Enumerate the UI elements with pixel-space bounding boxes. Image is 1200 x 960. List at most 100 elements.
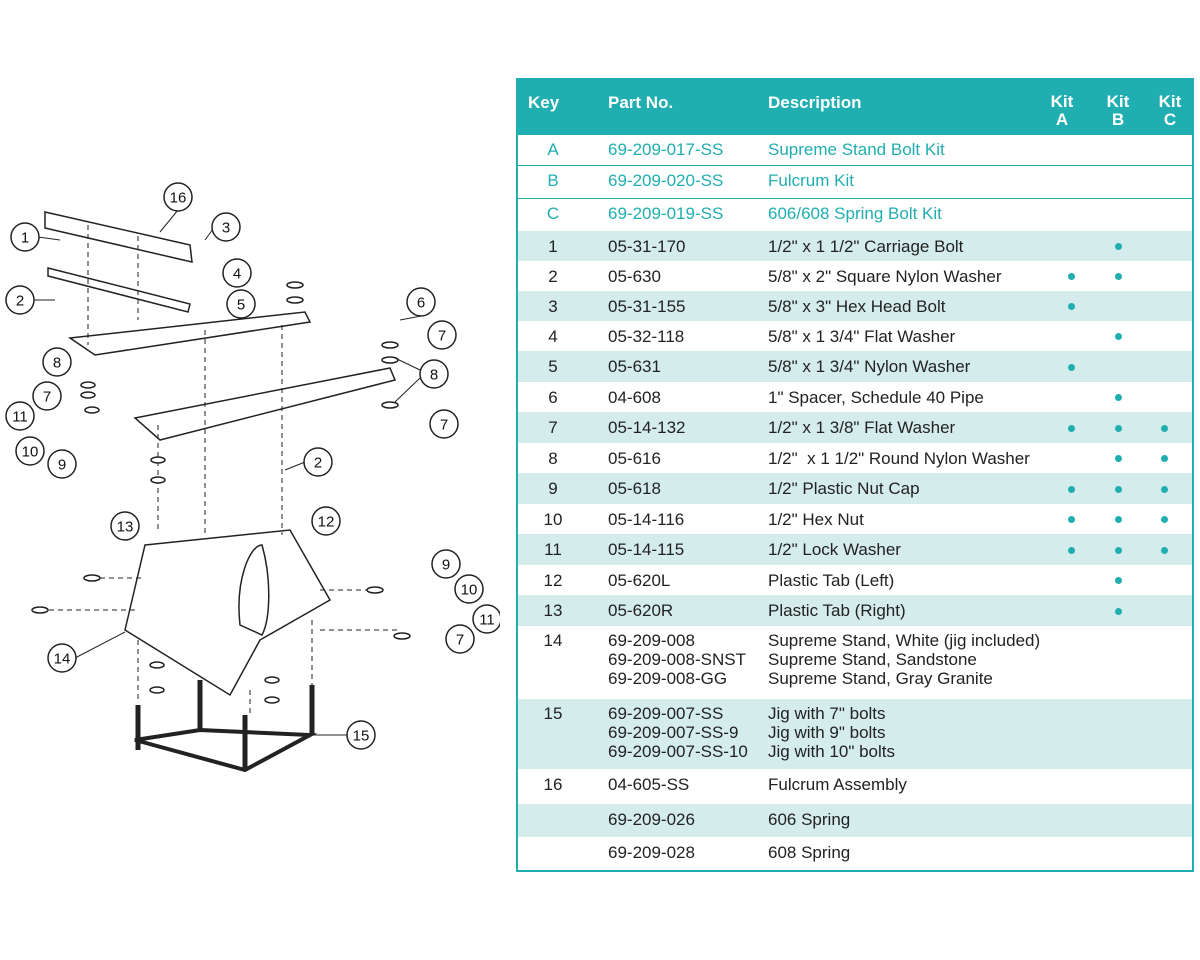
kit-b-included-dot xyxy=(1115,243,1122,250)
row-description: 1/2" x 1 3/8" Flat Washer xyxy=(768,418,956,437)
table-row: 12 05-620L Plastic Tab (Left) xyxy=(518,565,1192,595)
kit-part-no: 69-209-019-SS xyxy=(608,204,724,223)
row-description: 1/2" Hex Nut xyxy=(768,510,864,529)
kit-c-included-dot xyxy=(1161,424,1168,432)
callout-2: 2 xyxy=(5,285,35,315)
kit-b-included-dot xyxy=(1115,546,1122,554)
header-description: Description xyxy=(768,93,862,112)
row-key: 15 xyxy=(543,704,563,723)
row-key: 7 xyxy=(548,418,558,437)
row-part-no: 05-618 xyxy=(608,479,661,498)
callout-number: 3 xyxy=(222,220,230,237)
table-row: 6 04-608 1" Spacer, Schedule 40 Pipe xyxy=(518,382,1192,412)
kit-b-included-dot xyxy=(1115,577,1122,584)
row-key: 12 xyxy=(543,571,563,590)
kit-b-included-dot xyxy=(1115,424,1122,432)
callout-8: 8 xyxy=(42,347,72,377)
callout-number: 13 xyxy=(117,519,134,536)
kit-b-included-dot xyxy=(1115,333,1122,340)
row-part-no: 05-631 xyxy=(608,357,661,376)
row-key: 3 xyxy=(548,297,558,316)
row-key: 14 xyxy=(543,631,563,650)
row-key: 8 xyxy=(548,449,558,468)
table-row: 14 69-209-008 69-209-008-SNST 69-209-008… xyxy=(518,626,1192,699)
callout-number: 15 xyxy=(353,728,370,745)
callout-number: 7 xyxy=(440,417,448,434)
row-part-no: 05-14-132 xyxy=(608,418,686,437)
kit-a-included-dot xyxy=(1068,546,1075,554)
row-description: 1/2" Plastic Nut Cap xyxy=(768,479,920,498)
table-row: 69-209-026 606 Spring xyxy=(518,804,1192,837)
header-kit-b: Kit B xyxy=(1106,92,1130,129)
callout-10: 10 xyxy=(15,436,45,466)
callout-number: 8 xyxy=(53,355,61,372)
row-part-no: 69-209-028 xyxy=(608,843,695,862)
kit-a-included-dot xyxy=(1068,516,1075,523)
row-part-no: 69-209-007-SS 69-209-007-SS-9 69-209-007… xyxy=(608,704,748,761)
kit-b-included-dot xyxy=(1115,394,1122,401)
callout-number: 8 xyxy=(430,367,438,384)
kit-c-included-dot xyxy=(1161,455,1168,462)
row-description: Plastic Tab (Left) xyxy=(768,571,895,590)
row-description: 606 Spring xyxy=(768,810,851,829)
table-header: Key Part No. Description Kit A Kit B Kit… xyxy=(518,80,1192,135)
kit-b-included-dot xyxy=(1115,273,1122,280)
row-key: 4 xyxy=(548,327,558,346)
row-key: 1 xyxy=(548,237,558,256)
callout-10: 10 xyxy=(454,574,484,604)
kit-part-no: 69-209-017-SS xyxy=(608,140,724,159)
row-part-no: 05-14-116 xyxy=(608,510,685,529)
table-row: 2 05-630 5/8" x 2" Square Nylon Washer xyxy=(518,261,1192,291)
row-part-no: 05-31-170 xyxy=(608,237,686,256)
callout-number: 10 xyxy=(22,444,39,461)
row-part-no: 69-209-008 69-209-008-SNST 69-209-008-GG xyxy=(608,631,746,688)
kit-a-included-dot xyxy=(1068,363,1075,371)
kit-c-included-dot xyxy=(1161,516,1168,523)
kit-c-included-dot xyxy=(1161,485,1168,493)
callout-11: 11 xyxy=(5,401,35,431)
table-row: 13 05-620R Plastic Tab (Right) xyxy=(518,595,1192,626)
callout-14: 14 xyxy=(47,643,77,673)
callout-13: 13 xyxy=(110,511,140,541)
kit-key: C xyxy=(546,204,560,223)
row-description: 1/2" Lock Washer xyxy=(768,540,901,559)
row-key: 10 xyxy=(543,510,563,529)
table-row: 8 05-616 1/2" x 1 1/2" Round Nylon Washe… xyxy=(518,443,1192,473)
table-row: 5 05-631 5/8" x 1 3/4" Nylon Washer xyxy=(518,351,1192,382)
callout-number: 14 xyxy=(54,651,71,668)
callout-7: 7 xyxy=(429,409,459,439)
row-part-no: 69-209-026 xyxy=(608,810,695,829)
kit-key: A xyxy=(547,140,559,159)
callout-number: 11 xyxy=(12,409,28,426)
row-description: Supreme Stand, White (jig included) Supr… xyxy=(768,631,1041,688)
table-row: 4 05-32-118 5/8" x 1 3/4" Flat Washer xyxy=(518,321,1192,351)
row-part-no: 04-608 xyxy=(608,388,661,407)
row-key: 13 xyxy=(543,601,563,620)
row-part-no: 05-31-155 xyxy=(608,297,686,316)
callout-9: 9 xyxy=(47,449,77,479)
table-row: 7 05-14-132 1/2" x 1 3/8" Flat Washer xyxy=(518,412,1192,443)
callout-number: 11 xyxy=(479,612,495,629)
row-key: 11 xyxy=(544,540,562,559)
callout-4: 4 xyxy=(222,258,252,288)
callout-7: 7 xyxy=(445,624,475,654)
row-description: Fulcrum Assembly xyxy=(768,775,907,794)
kit-row: A 69-209-017-SS Supreme Stand Bolt Kit xyxy=(518,135,1192,166)
kit-description: Supreme Stand Bolt Kit xyxy=(768,140,945,159)
kit-b-included-dot xyxy=(1115,607,1122,615)
callout-number: 4 xyxy=(233,266,241,283)
callout-12: 12 xyxy=(311,506,341,536)
kit-description: Fulcrum Kit xyxy=(768,171,854,190)
table-row: 1 05-31-170 1/2" x 1 1/2" Carriage Bolt xyxy=(518,231,1192,261)
callout-number: 12 xyxy=(318,514,335,531)
row-key: 16 xyxy=(543,775,563,794)
callout-number: 1 xyxy=(21,230,29,247)
callout-number: 7 xyxy=(456,632,464,649)
table-row: 9 05-618 1/2" Plastic Nut Cap xyxy=(518,473,1192,504)
table-row: 11 05-14-115 1/2" Lock Washer xyxy=(518,534,1192,565)
row-description: 1/2" x 1 1/2" Round Nylon Washer xyxy=(768,449,1030,468)
callout-15: 15 xyxy=(346,720,376,750)
